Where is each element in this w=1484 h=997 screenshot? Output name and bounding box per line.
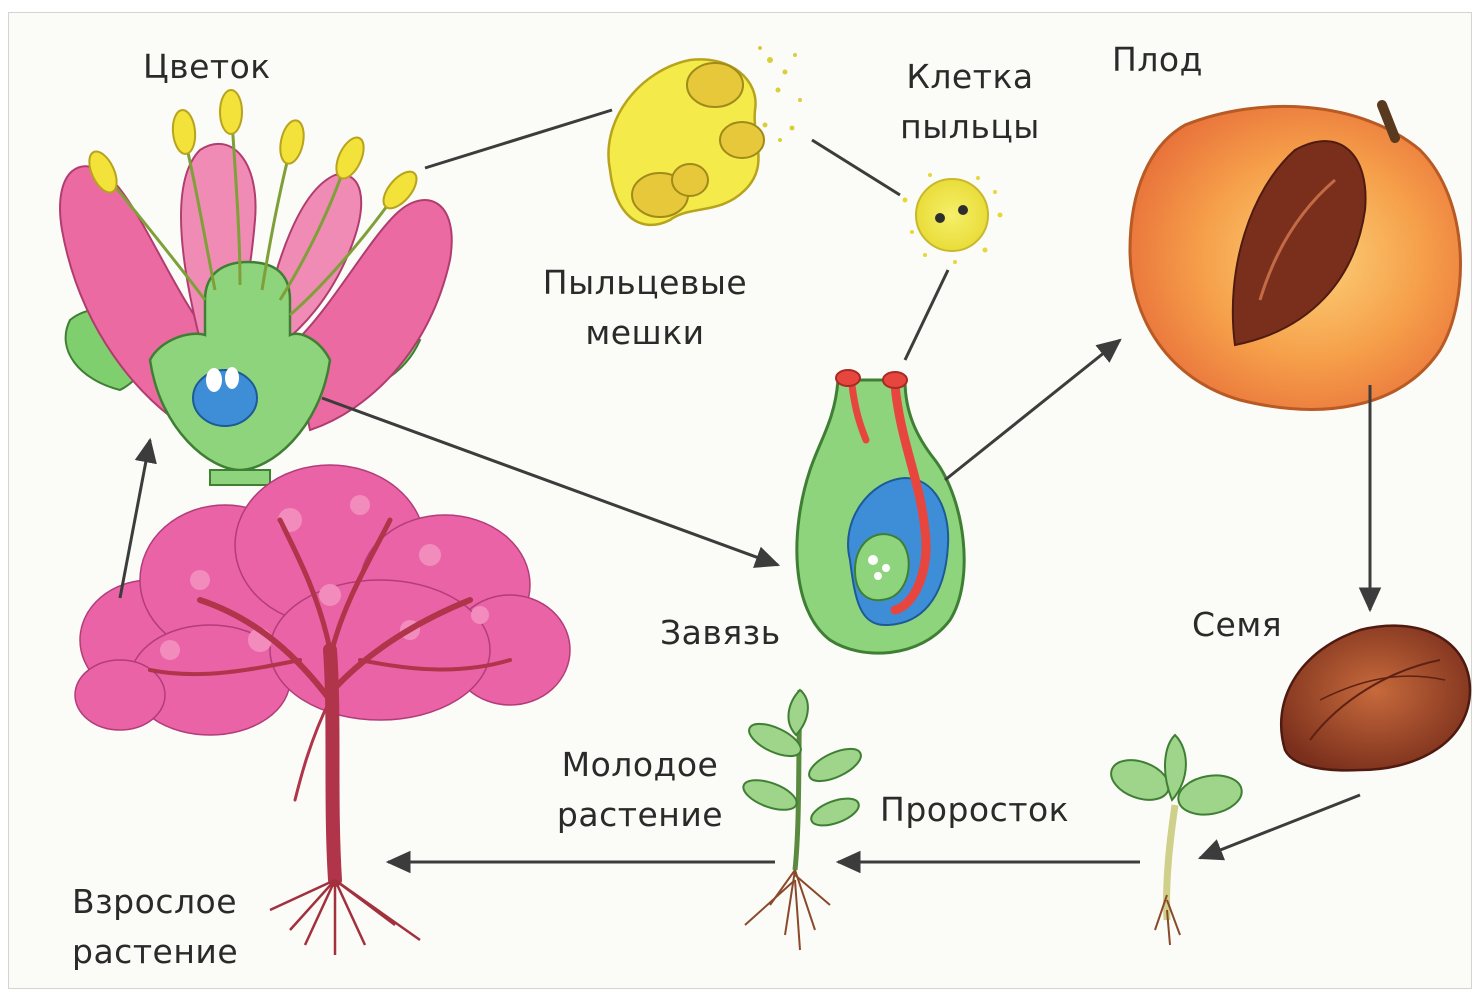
label-pollen-sacs-line2: мешки	[520, 308, 770, 358]
label-pollen-sacs-line1: Пыльцевые	[520, 258, 770, 308]
label-seed: Семя	[1192, 600, 1282, 650]
label-ovary: Завязь	[660, 608, 781, 658]
label-young-plant-line2: растение	[540, 790, 740, 840]
label-pollen-cell: Клетка пыльцы	[885, 52, 1055, 152]
label-flower: Цветок	[143, 42, 271, 92]
label-pollen-sacs: Пыльцевые мешки	[520, 258, 770, 358]
flower-illustration	[60, 90, 452, 485]
label-young-plant: Молодое растение	[540, 740, 740, 840]
sprout-illustration	[1106, 735, 1245, 945]
young-plant-illustration	[740, 690, 866, 950]
arrow-ovary-to-fruit	[945, 340, 1120, 480]
label-pollen-cell-line1: Клетка	[885, 52, 1055, 102]
label-pollen-cell-line2: пыльцы	[885, 102, 1055, 152]
fruit-illustration	[1130, 105, 1460, 409]
seed-illustration	[1281, 626, 1470, 771]
label-adult-plant: Взрослое растение	[72, 877, 238, 977]
label-sprout: Проросток	[880, 785, 1069, 835]
ovary-illustration	[797, 370, 964, 653]
cell-to-ovary-line	[905, 270, 948, 360]
flower-to-pollen-sacs-line	[425, 110, 612, 168]
label-adult-plant-line1: Взрослое	[72, 877, 238, 927]
label-fruit: Плод	[1112, 35, 1203, 85]
label-young-plant-line1: Молодое	[540, 740, 740, 790]
pollen-cell-illustration	[903, 173, 1003, 264]
pollen-sacs-illustration	[608, 46, 802, 225]
label-adult-plant-line2: растение	[72, 927, 238, 977]
